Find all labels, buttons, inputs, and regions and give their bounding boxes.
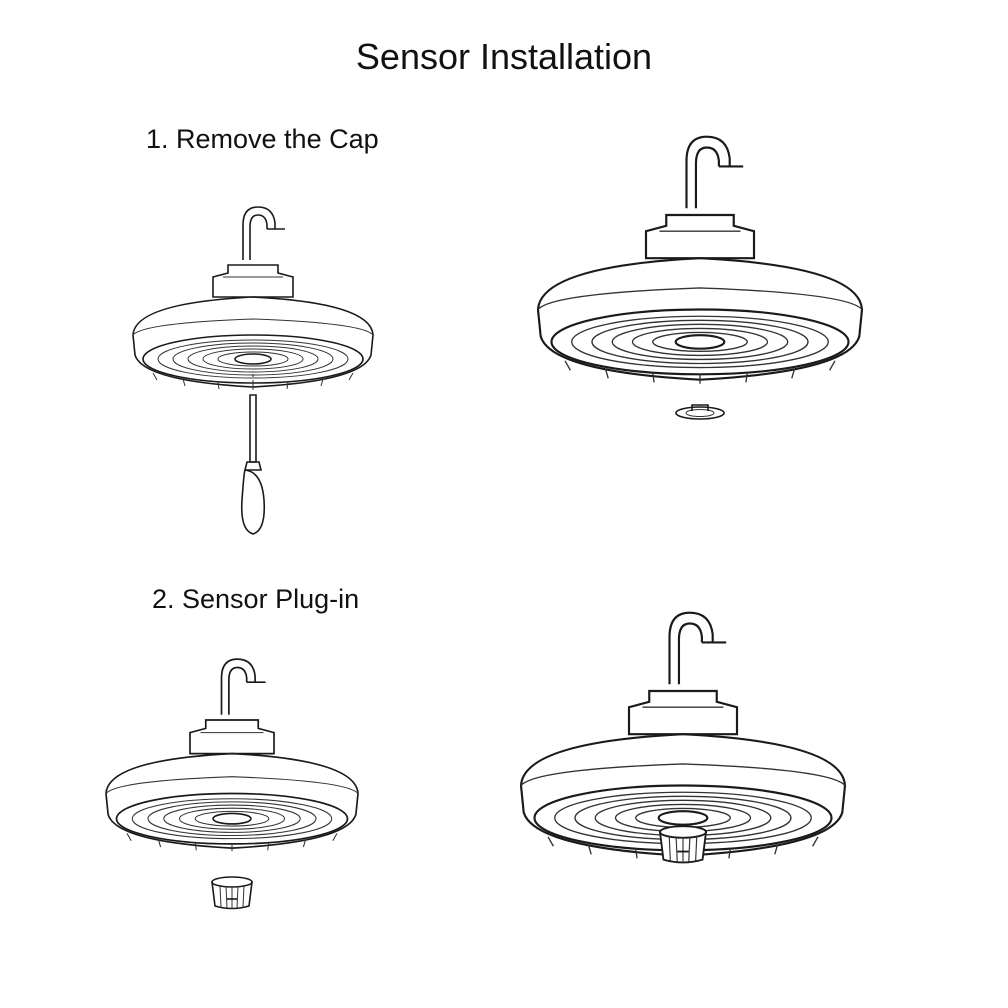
fixture-sensor-installed-icon [519,611,847,864]
fixture-sensor-below-icon [105,658,359,910]
step-2-label: 2. Sensor Plug-in [152,584,360,614]
page-title: Sensor Installation [355,36,653,77]
fixture-with-screwdriver-icon [132,206,374,535]
step-1-label: 1. Remove the Cap [146,124,379,154]
fixture-cap-removed-icon [536,135,864,420]
